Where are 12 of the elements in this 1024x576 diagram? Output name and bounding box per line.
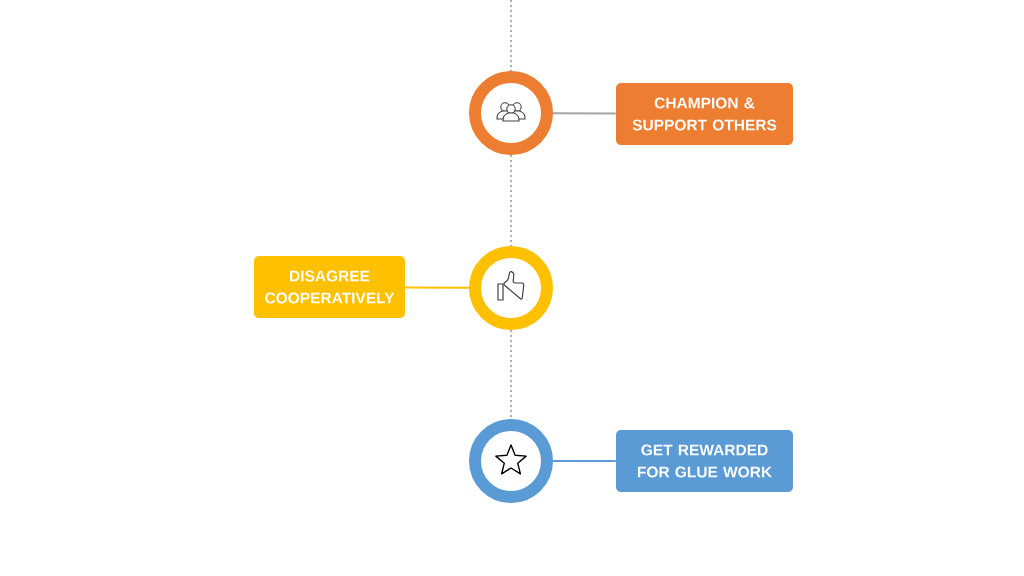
connector-line	[552, 112, 617, 115]
connector-line	[404, 286, 470, 289]
connector-line	[552, 460, 617, 462]
timeline-line	[510, 329, 512, 420]
label-box: CHAMPION & SUPPORT OTHERS	[616, 83, 793, 145]
label-box: GET REWARDED FOR GLUE WORK	[616, 430, 793, 492]
timeline-line	[510, 154, 512, 247]
timeline-line	[510, 0, 512, 72]
ring-circle	[469, 419, 553, 503]
ring-circle	[469, 71, 553, 155]
label-box: DISAGREE COOPERATIVELY	[254, 256, 405, 318]
ring-circle	[469, 246, 553, 330]
